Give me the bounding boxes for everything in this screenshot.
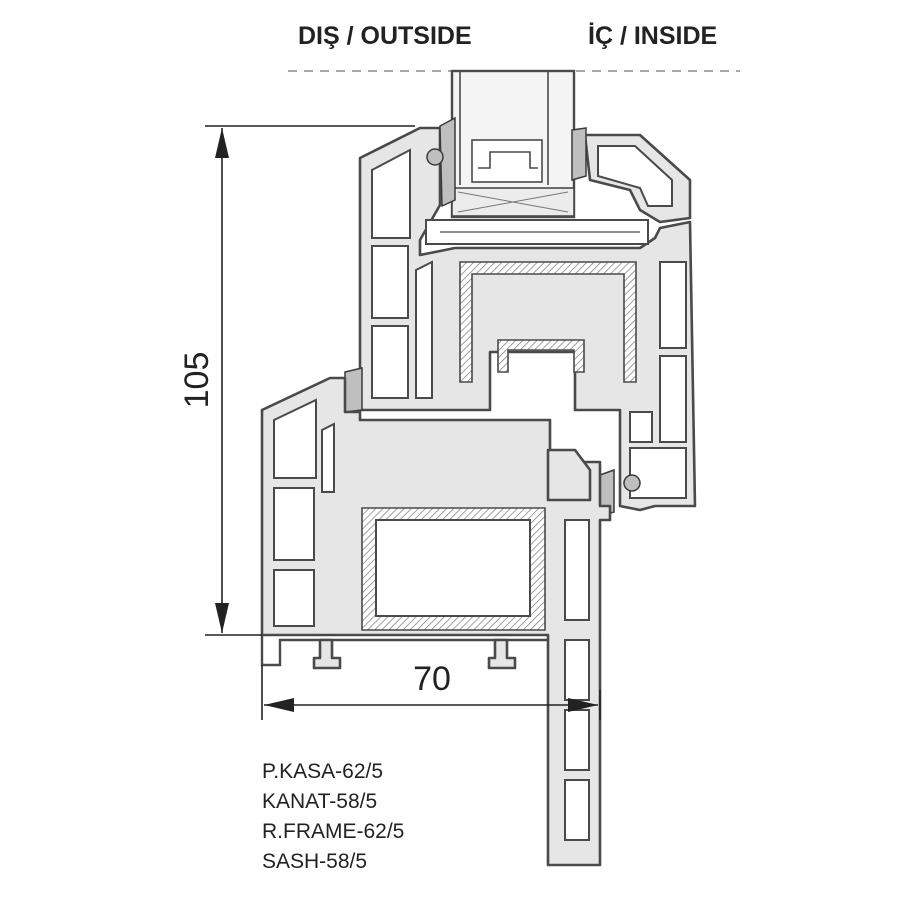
frame-profile <box>260 376 612 867</box>
profile-code-list: P.KASA-62/5 KANAT-58/5 R.FRAME-62/5 SASH… <box>262 760 404 873</box>
sash-profile <box>358 126 697 512</box>
inside-label: İÇ / INSIDE <box>588 22 717 50</box>
profile-code: P.KASA-62/5 <box>262 760 383 783</box>
outside-label: DIŞ / OUTSIDE <box>298 22 472 50</box>
height-dimension-value: 105 <box>178 352 216 409</box>
profile-code: KANAT-58/5 <box>262 790 377 813</box>
profile-code: SASH-58/5 <box>262 850 367 873</box>
height-dimension: 105 <box>178 125 415 636</box>
glazing-bead <box>583 133 692 224</box>
glazing-unit <box>450 69 576 219</box>
width-dimension-value: 70 <box>413 660 451 698</box>
width-dimension: 70 <box>261 660 601 720</box>
profile-code: R.FRAME-62/5 <box>262 820 404 843</box>
